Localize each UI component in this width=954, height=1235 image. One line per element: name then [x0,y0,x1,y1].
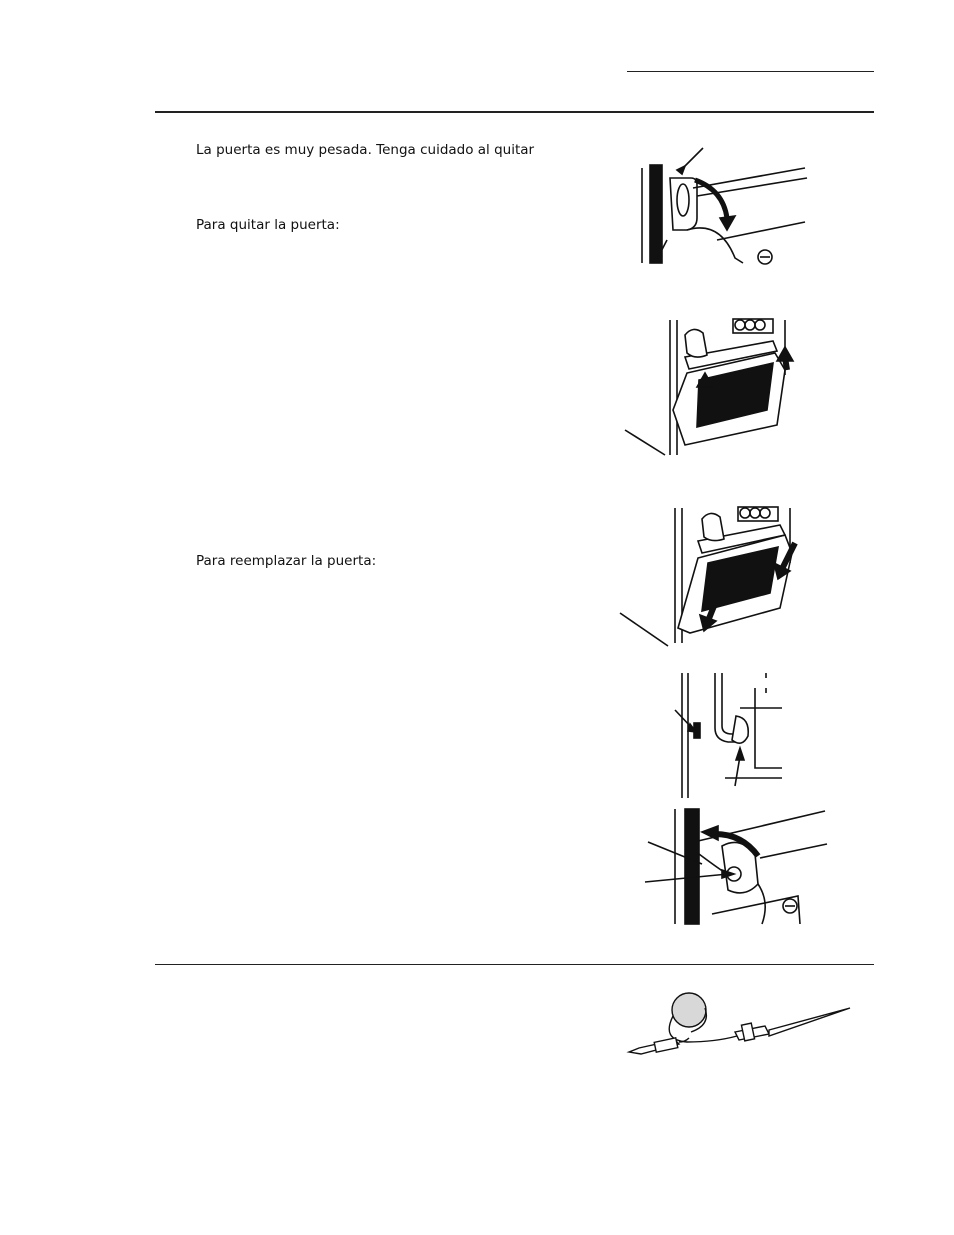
temperature-probe-figure [625,980,855,1065]
section-divider [155,964,874,965]
remove-door-heading: Para quitar la puerta: [196,217,340,233]
replace-door-heading: Para reemplazar la puerta: [196,553,377,569]
header-rule [155,111,874,113]
header-short-rule [627,71,874,72]
hinge-slot-figure [670,668,790,800]
hinge-lock-figure [625,140,815,265]
hinge-relock-figure [640,806,830,926]
door-lift-figure [624,315,815,458]
door-weight-warning: La puerta es muy pesada. Tenga cuidado a… [196,142,535,158]
door-lower-figure [619,503,810,648]
